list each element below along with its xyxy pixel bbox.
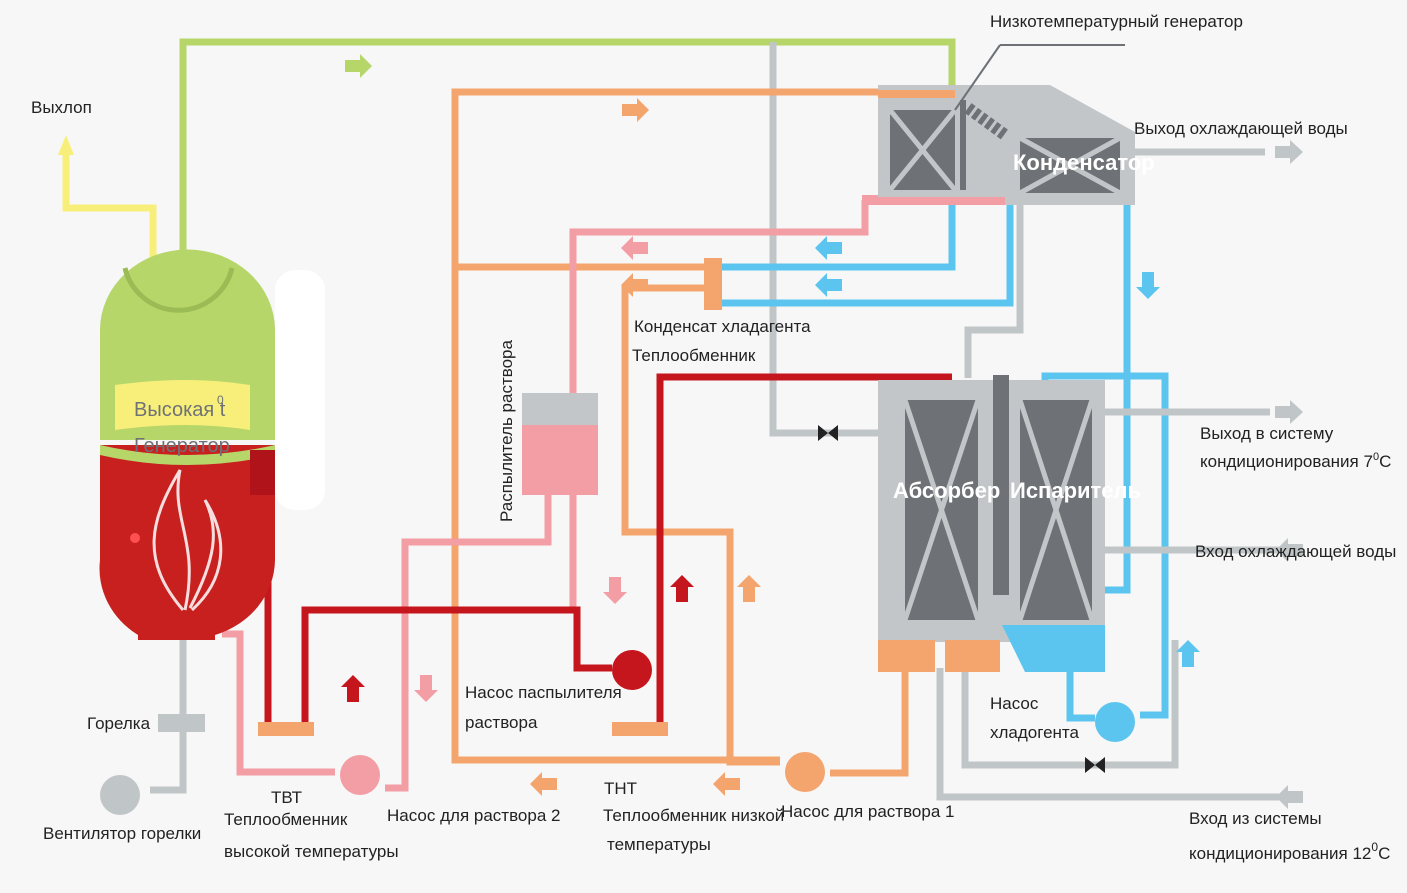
ltx-label-1: ТНТ	[604, 779, 637, 798]
htx-label-2: Теплообменник	[224, 810, 348, 829]
burner	[158, 714, 205, 732]
ltx-label-2: Теплообменник низкой	[603, 806, 784, 825]
ac-in-sup: 0	[1371, 840, 1378, 854]
gray-pipe-top	[769, 42, 880, 437]
arrow-up-icon	[1176, 640, 1200, 667]
blue-pipe-1	[718, 195, 956, 271]
refrigerant-pump-label-1: Насос	[990, 694, 1039, 713]
pump-1-icon	[785, 752, 825, 792]
ltx-label-3: температуры	[607, 835, 711, 854]
valve-icon	[818, 425, 838, 441]
arrow-right-icon	[622, 98, 649, 122]
arrow-left-icon	[815, 236, 842, 260]
condenser: Конденсатор	[964, 85, 1155, 205]
absorber-evaporator: Абсорбер Испаритель	[878, 375, 1141, 672]
orange-pipe-main	[451, 88, 955, 764]
blue-pipe-evap	[1041, 372, 1169, 719]
arrow-left-icon	[1276, 538, 1303, 562]
htx-label-3: высокой температуры	[224, 842, 399, 861]
arrow-left-icon	[530, 772, 557, 796]
absorber-label: Абсорбер	[893, 478, 1000, 503]
pink-pipe-heater	[222, 630, 335, 776]
red-pipe-absorber	[656, 373, 952, 728]
ac-in-text: кондиционирования 12	[1189, 844, 1371, 863]
arrow-down-icon	[1136, 272, 1160, 299]
arrow-left-icon	[621, 236, 648, 260]
spray-pump-icon	[612, 650, 652, 690]
arrow-left-icon	[621, 273, 648, 297]
arrow-up-icon	[341, 675, 365, 702]
ac-out-label-2: кондиционирования 70C	[1200, 451, 1391, 471]
flame-icon	[152, 469, 223, 612]
spray-pump-label-2: раствора	[465, 713, 538, 732]
blue-pipe-pump	[1066, 668, 1095, 722]
fan-icon	[100, 775, 140, 815]
refrigerant-pump-label-2: хладогента	[990, 723, 1080, 742]
ht-generator-label-2: Генератор	[134, 435, 230, 457]
arrow-up-icon	[58, 135, 74, 155]
labels: Выхлоп Низкотемпературный генератор Выхо…	[31, 12, 1396, 863]
htx-label-1: ТВТ	[271, 788, 302, 807]
high-temp-generator: Высокая t 0 Генератор	[99, 249, 325, 640]
blue-pipe-condenser	[1105, 200, 1131, 594]
cooling-water-out-label: Выход охлаждающей воды	[1134, 119, 1348, 138]
condensate-label-2: Теплообменник	[632, 346, 756, 365]
condensate-heat-exchanger	[704, 258, 722, 310]
ac-out-sup: 0	[1373, 451, 1379, 463]
condenser-label: Конденсатор	[1013, 150, 1155, 175]
solution-sprayer	[522, 393, 598, 495]
pump-2-icon	[340, 755, 380, 795]
sprayer-label: Распылитель раствора	[497, 340, 516, 522]
pump1-label: Насос для раствора 1	[781, 802, 954, 821]
arrow-right-icon	[1275, 400, 1303, 424]
blue-pipe-2	[718, 200, 1014, 307]
green-steam-pipe	[179, 38, 956, 255]
ht-generator-label: Высокая t	[134, 399, 226, 421]
valve-icon	[1085, 757, 1105, 773]
arrow-down-icon	[414, 675, 438, 702]
ac-in-label-1: Вход из системы	[1189, 809, 1322, 828]
arrow-down-icon	[603, 577, 627, 604]
arrow-right-icon	[345, 54, 372, 78]
arrow-up-icon	[737, 575, 761, 602]
ltx-heat-exchanger	[612, 722, 668, 736]
gray-pipe-refr	[961, 640, 1179, 769]
gray-pipe-absorber	[964, 200, 1024, 378]
condensate-label-1: Конденсат хладагента	[634, 317, 811, 336]
pump2-label: Насос для раствора 2	[387, 806, 560, 825]
lt-generator-label: Низкотемпературный генератор	[990, 12, 1243, 31]
fan-label: Вентилятор горелки	[43, 824, 201, 843]
refrigerant-pump-icon	[1095, 702, 1135, 742]
evaporator-label: Испаритель	[1010, 478, 1141, 503]
burner-label: Горелка	[87, 714, 151, 733]
pink-pipe-sprayer	[385, 495, 552, 792]
arrow-left-icon	[713, 772, 740, 796]
htx-heat-exchanger	[258, 722, 314, 736]
ac-out-text: кондиционирования 7	[1200, 452, 1373, 471]
orange-pipe-pump1	[830, 668, 909, 777]
ac-out-unit: C	[1379, 452, 1391, 471]
arrow-left-icon	[1276, 785, 1303, 809]
arrow-right-icon	[1275, 140, 1303, 164]
flow-arrows	[58, 54, 1303, 809]
ac-in-label-2: кондиционирования 120C	[1189, 840, 1390, 863]
gray-pipe-ac-in	[936, 668, 1280, 801]
cooling-water-in-label: Вход охлаждающей воды	[1195, 542, 1396, 561]
arrow-left-icon	[815, 273, 842, 297]
gray-pipe-burner	[150, 612, 187, 794]
red-pipe-htx	[301, 606, 612, 728]
arrow-up-icon	[670, 575, 694, 602]
ht-generator-sup: 0	[217, 393, 224, 407]
lt-generator	[862, 85, 1005, 205]
ac-out-label-1: Выход в систему	[1200, 424, 1334, 443]
pink-pipe-top	[569, 200, 869, 395]
spray-pump-label-1: Насос паспылителя	[465, 683, 622, 702]
leader-line	[954, 44, 1001, 111]
exhaust-label: Выхлоп	[31, 98, 92, 117]
ac-in-unit: C	[1378, 844, 1390, 863]
